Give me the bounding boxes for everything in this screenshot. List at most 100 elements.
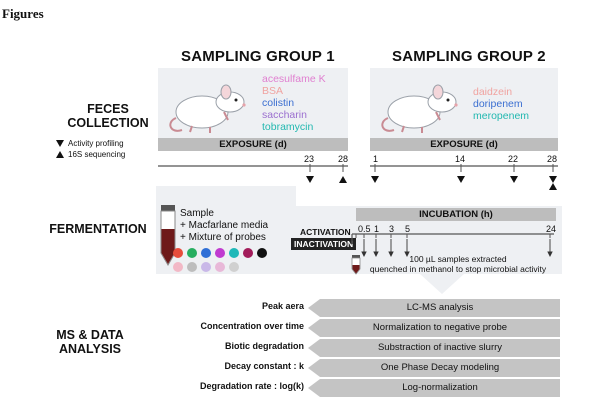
analysis-step: Biotic degradation Substraction of inact… [160, 338, 560, 358]
group2-exposure-bar: EXPOSURE (d) [370, 138, 558, 151]
step-label: Biotic degradation [224, 341, 304, 351]
incubation-tick-label: 0.5 [358, 224, 371, 234]
probe-dot [187, 262, 197, 272]
probe-group1: acesulfame K [262, 73, 326, 85]
step-label: Peak aera [261, 301, 304, 311]
activity-marker [371, 176, 379, 183]
sample-line: Sample [180, 208, 214, 219]
incubation-timeline [351, 233, 554, 258]
step-arrow-box [308, 319, 560, 337]
analysis-step: Degradation rate : log(k) Log-normalizat… [160, 378, 560, 398]
activity-marker [457, 176, 465, 183]
group2-tick-label: 22 [508, 154, 519, 164]
probe-group2: doripenem [473, 98, 523, 110]
sampling-note-line: 100 µL samples extracted [409, 254, 507, 264]
probe-dot [201, 248, 211, 258]
section-label-ms-line1: MS & DATA [56, 328, 124, 342]
step-label: Decay constant : k [224, 361, 304, 371]
probe-dot [215, 248, 225, 258]
group1-tick-label: 28 [338, 154, 349, 164]
probe-dot [215, 262, 225, 272]
section-label-feces-line1: FECES [87, 102, 129, 116]
figure-label: Figures [2, 6, 44, 21]
step-text: One Phase Decay modeling [380, 362, 500, 373]
step-text: LC-MS analysis [406, 302, 474, 313]
rat-illustration-group2 [381, 84, 458, 133]
analysis-step: Concentration over time Normalization to… [160, 318, 560, 338]
probe-group1: colistin [262, 97, 295, 109]
activity-marker [306, 176, 314, 183]
probe-dot [243, 248, 253, 258]
section-label-fermentation: FERMENTATION [49, 222, 147, 236]
down-triangle-icon [56, 140, 64, 148]
incubation-bar: INCUBATION (h) [356, 208, 556, 221]
activity-marker [510, 176, 518, 183]
sampling-note-line: quenched in methanol to stop microbial a… [369, 264, 547, 274]
analysis-steps: Peak aera LC-MS analysis Concentration o… [160, 298, 560, 398]
probe-group1: tobramycin [262, 121, 314, 133]
legend-activity: Activity profiling [56, 138, 125, 149]
legend-activity-text: Activity profiling [68, 139, 124, 148]
probe-dot [257, 248, 267, 258]
probe-dot [187, 248, 197, 258]
group1-probe-list: acesulfame K BSA colistin saccharin tobr… [262, 73, 326, 133]
group2-tick-label: 1 [373, 154, 379, 164]
sample-line: + Mixture of probes [180, 232, 266, 243]
inactivation-label: INACTIVATION [291, 238, 357, 250]
activation-label: ACTIVATION [300, 227, 351, 237]
step-arrow-box [308, 299, 560, 317]
probe-group2: daidzein [473, 86, 513, 98]
probe-dot [201, 262, 211, 272]
step-arrow-box [308, 379, 560, 397]
probe-dots [173, 248, 267, 272]
group1-exposure-bar: EXPOSURE (d) [158, 138, 348, 151]
sampling-arrow-head [373, 251, 379, 258]
group1-tick-label: 23 [304, 154, 315, 164]
sample-tube-icon [160, 205, 176, 266]
probe-dot [173, 248, 183, 258]
probe-group1: BSA [262, 85, 284, 97]
sequencing-marker [549, 183, 557, 190]
probe-dot [173, 262, 183, 272]
section-label-feces: FECES COLLECTION [60, 102, 156, 130]
legend-sequencing-text: 16S sequencing [68, 150, 126, 159]
rat-illustration-group1 [169, 84, 246, 133]
group1-title: SAMPLING GROUP 1 [181, 48, 335, 65]
sampling-note: 100 µL samples extracted quenched in met… [362, 254, 554, 274]
incubation-tick-label: 3 [389, 224, 395, 234]
group2-tick-label: 28 [547, 154, 558, 164]
step-text: Log-normalization [402, 382, 478, 393]
analysis-step: Peak aera LC-MS analysis [160, 298, 560, 318]
probe-group1: saccharin [262, 109, 307, 121]
sequencing-marker [339, 176, 347, 183]
analysis-step: Decay constant : k One Phase Decay model… [160, 358, 560, 378]
exposure-timelines [158, 164, 558, 190]
sampling-arrow-head [388, 251, 394, 258]
legend: Activity profiling 16S sequencing [56, 138, 125, 160]
step-label: Concentration over time [200, 321, 304, 331]
probe-dot [229, 248, 239, 258]
section-label-feces-line2: COLLECTION [67, 116, 149, 130]
step-text: Normalization to negative probe [372, 322, 508, 333]
section-label-ms: MS & DATA ANALYSIS [42, 328, 138, 356]
group2-title: SAMPLING GROUP 2 [392, 48, 546, 65]
incubation-tick-label: 24 [546, 224, 557, 234]
sampling-arrow-head [547, 251, 553, 258]
fermentation-sample-text: Sample + Macfarlane media + Mixture of p… [180, 208, 268, 244]
group2-probe-list: daidzein doripenem meropenem [473, 86, 529, 122]
probe-dot [229, 262, 239, 272]
up-triangle-icon [56, 151, 64, 159]
step-arrow-box [308, 339, 560, 357]
section-label-ms-line2: ANALYSIS [58, 342, 122, 356]
probe-group2: meropenem [473, 110, 530, 122]
sampling-arrow-head [361, 251, 367, 258]
incubation-tick-label: 1 [374, 224, 380, 234]
activity-marker [549, 176, 557, 183]
sampling-arrow-head [404, 251, 410, 258]
step-text: Substraction of inactive slurry [377, 342, 503, 353]
small-tube-icon [351, 255, 361, 275]
step-arrow-box [308, 359, 560, 377]
group2-tick-label: 14 [455, 154, 466, 164]
legend-sequencing: 16S sequencing [56, 149, 125, 160]
